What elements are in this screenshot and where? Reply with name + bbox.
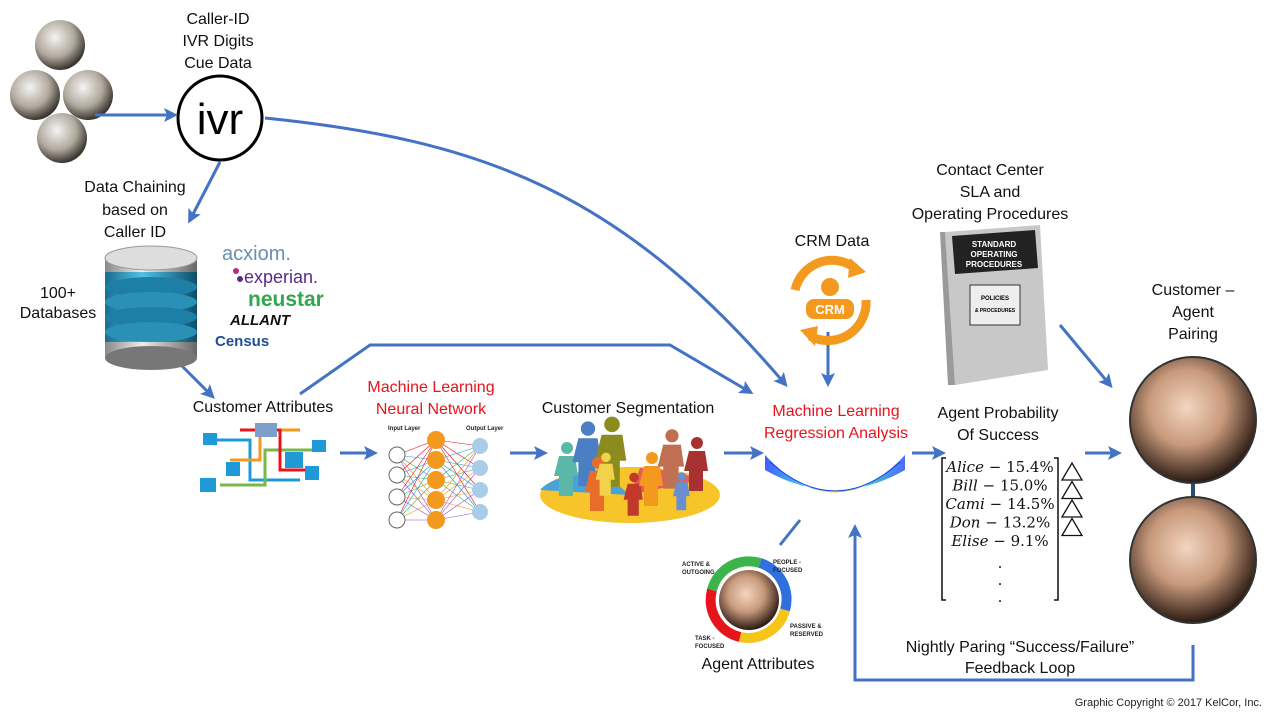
database-icon (104, 245, 198, 370)
segmentation-label: Customer Segmentation (542, 400, 715, 417)
nn-hidden-node (427, 491, 445, 509)
customer-attributes-icon (200, 423, 326, 492)
pairing-label-3: Pairing (1168, 326, 1218, 343)
allant-logo: ALLANT (229, 312, 292, 329)
experian-logo: experian. (244, 267, 318, 287)
person-icon (554, 442, 578, 496)
svg-text:POLICIES: POLICIES (981, 296, 1009, 302)
probability-title-2: Of Success (957, 427, 1039, 444)
svg-text:PEOPLE -: PEOPLE - (773, 560, 801, 566)
nn-hidden-node (427, 451, 445, 469)
person-icon (684, 437, 708, 491)
nn-hidden-node (427, 511, 445, 529)
data-provider-logos: acxiom. experian. neustar ALLANT Census (215, 243, 324, 350)
neural-network-icon (388, 431, 488, 529)
probability-title-1: Agent Probability (938, 405, 1059, 422)
nn-title-2: Neural Network (376, 401, 487, 418)
databases-2: Databases (20, 305, 97, 322)
person-icon (657, 429, 685, 489)
customer-attributes-label: Customer Attributes (193, 399, 334, 416)
svg-text:CRM: CRM (815, 302, 845, 317)
person-icon (639, 452, 663, 506)
census-logo: Census (215, 333, 269, 350)
ivr-label-1: Caller-ID (186, 11, 249, 28)
svg-text:& PROCEDURES: & PROCEDURES (975, 308, 1016, 314)
nn-hidden-node (427, 431, 445, 449)
nn-title-1: Machine Learning (367, 379, 494, 396)
ellipsis-dot: . (998, 571, 1003, 589)
svg-text:OPERATING: OPERATING (971, 250, 1018, 259)
svg-text:FOCUSED: FOCUSED (695, 644, 725, 650)
svg-text:OUTGOING: OUTGOING (682, 570, 715, 576)
regression-title-1: Machine Learning (772, 403, 899, 420)
regression-title-2: Regression Analysis (764, 425, 908, 442)
data-chaining-3: Caller ID (104, 224, 166, 241)
sla-label-1: Contact Center (936, 162, 1044, 179)
crm-label: CRM Data (795, 233, 870, 250)
customer-photo (1129, 356, 1257, 484)
svg-text:PROCEDURES: PROCEDURES (966, 260, 1023, 269)
ellipsis-dot: . (998, 554, 1003, 572)
customers-group-icon (10, 20, 113, 163)
ivr-label-3: Cue Data (184, 55, 252, 72)
nn-output-node (472, 460, 488, 476)
svg-text:ACTIVE &: ACTIVE & (682, 562, 711, 568)
operating-procedures-book-icon: STANDARD OPERATING PROCEDURES POLICIES &… (940, 225, 1048, 385)
triangle-icon (1060, 498, 1084, 518)
agent-photo (1129, 496, 1257, 624)
regression-surface-icon (765, 455, 905, 493)
ellipsis-dot: . (998, 588, 1003, 606)
customer-segmentation-icon (540, 416, 720, 523)
probability-matrix: Alice − 15.4%Bill − 15.0%Cami − 14.5%Don… (941, 457, 1084, 606)
nn-output-node (472, 438, 488, 454)
pairing-label-1: Customer – (1152, 282, 1235, 299)
sla-label-3: Operating Procedures (912, 206, 1069, 223)
sla-label-2: SLA and (960, 184, 1021, 201)
agent-probability-row: Bill − 15.0% (951, 477, 1047, 495)
data-chaining-1: Data Chaining (84, 179, 185, 196)
nn-hidden-node (427, 471, 445, 489)
person-icon (623, 472, 643, 516)
nn-input-node (388, 466, 406, 484)
databases-1: 100+ (40, 285, 76, 302)
svg-text:PASSIVE &: PASSIVE & (790, 624, 822, 630)
agent-probability-row: Cami − 14.5% (945, 495, 1054, 513)
feedback-label-2: Feedback Loop (965, 660, 1075, 677)
nn-input-node (388, 488, 406, 506)
copyright: Graphic Copyright © 2017 KelCor, Inc. (1075, 697, 1262, 709)
feedback-label-1: Nightly Paring “Success/Failure” (906, 639, 1135, 656)
person-icon (595, 452, 615, 496)
agent-attributes-label: Agent Attributes (702, 656, 815, 673)
agent-probability-row: Elise − 9.1% (950, 532, 1048, 550)
svg-text:ivr: ivr (197, 95, 243, 144)
ivr-label-2: IVR Digits (182, 33, 253, 50)
svg-text:FOCUSED: FOCUSED (773, 568, 803, 574)
agent-probability-row: Don − 13.2% (949, 514, 1050, 532)
ivr-icon: ivr (176, 74, 264, 162)
data-chaining-2: based on (102, 202, 168, 219)
triangle-icon (1060, 517, 1084, 537)
nn-output-node (472, 504, 488, 520)
nn-output-node (472, 482, 488, 498)
agent-probability-row: Alice − 15.4% (944, 458, 1053, 476)
crm-icon: CRM (790, 255, 871, 346)
svg-text:TASK -: TASK - (695, 636, 715, 642)
nn-input-node (388, 511, 406, 529)
svg-text:STANDARD: STANDARD (972, 240, 1017, 249)
nn-input-node (388, 446, 406, 464)
flow-arrows (95, 108, 1195, 682)
triangle-icon (1060, 480, 1084, 500)
svg-text:RESERVED: RESERVED (790, 632, 824, 638)
nn-input-label: Input Layer (388, 426, 421, 432)
nn-output-label: Output Layer (466, 426, 504, 432)
person-icon (672, 472, 690, 511)
agent-attributes-wheel-icon: ACTIVE & OUTGOING PEOPLE - FOCUSED PASSI… (682, 556, 824, 650)
triangle-icon (1060, 461, 1084, 481)
acxiom-logo: acxiom. (222, 243, 291, 265)
pairing-label-2: Agent (1172, 304, 1214, 321)
neustar-logo: neustar (248, 288, 324, 311)
